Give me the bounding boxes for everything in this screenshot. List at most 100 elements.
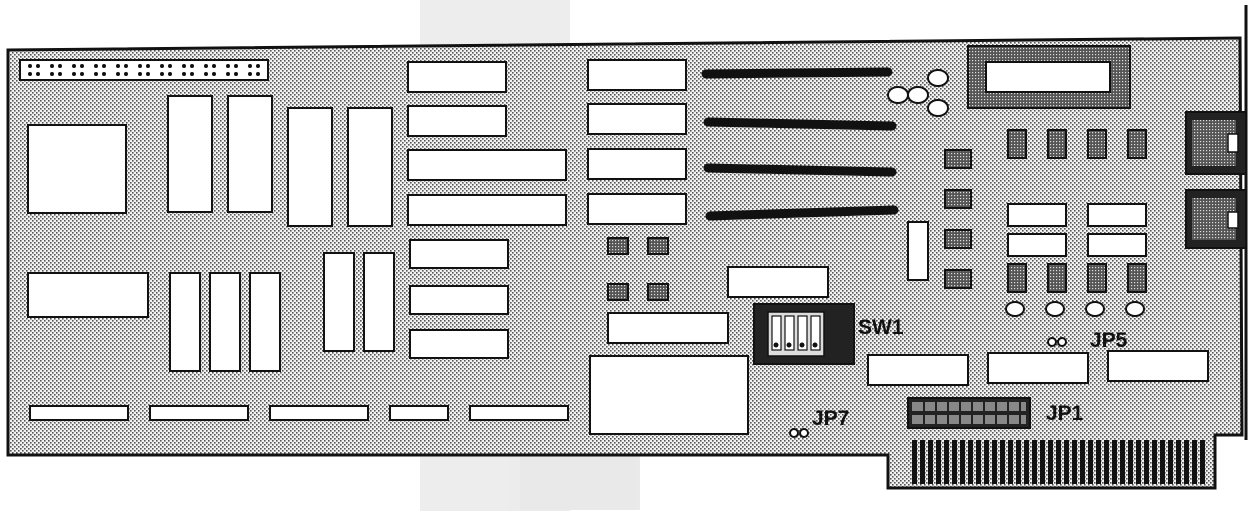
- oval-components: [887, 69, 949, 117]
- connector-window: [985, 61, 1111, 93]
- connector-finger: [992, 440, 997, 484]
- connector-finger: [1000, 440, 1005, 484]
- chip: [867, 354, 969, 386]
- chip: [227, 95, 273, 213]
- chip: [409, 239, 509, 269]
- slot-bar: [703, 163, 897, 177]
- connector-finger: [1088, 440, 1093, 484]
- chip: [407, 61, 507, 93]
- chip: [589, 355, 749, 435]
- connector-finger: [1144, 440, 1149, 484]
- oval-components: [1005, 301, 1145, 317]
- slot-bar: [701, 67, 893, 79]
- small-component: [944, 189, 972, 209]
- chip: [389, 405, 449, 421]
- connector-finger: [1024, 440, 1029, 484]
- chip: [1007, 203, 1067, 227]
- connector-finger: [920, 440, 925, 484]
- chip: [409, 329, 509, 359]
- chip: [727, 266, 829, 298]
- connector-finger: [1104, 440, 1109, 484]
- jp5-label: JP5: [1090, 329, 1128, 352]
- edge-connector-fingers: [912, 440, 1205, 484]
- connector-finger: [1192, 440, 1197, 484]
- connector-finger: [1008, 440, 1013, 484]
- connector-finger: [968, 440, 973, 484]
- chip: [1087, 233, 1147, 257]
- slot-bar: [703, 117, 897, 131]
- chip: [587, 59, 687, 91]
- chip: [1107, 350, 1209, 382]
- chip: [209, 272, 241, 372]
- connector-finger: [1048, 440, 1053, 484]
- connector-finger: [1200, 440, 1205, 484]
- connector-finger: [1072, 440, 1077, 484]
- chip: [607, 312, 729, 344]
- chip: [587, 193, 687, 225]
- chip: [1007, 233, 1067, 257]
- chip: [287, 107, 333, 227]
- chip: [587, 148, 687, 180]
- slot-bar: [705, 205, 899, 221]
- connector-finger: [1152, 440, 1157, 484]
- connector-finger: [1040, 440, 1045, 484]
- connector-finger: [1112, 440, 1117, 484]
- small-component: [944, 229, 972, 249]
- chip: [987, 352, 1089, 384]
- jp5-jumper: [1047, 337, 1067, 347]
- connector-finger: [944, 440, 949, 484]
- small-component: [1047, 129, 1067, 159]
- chip: [907, 221, 929, 281]
- chip: [407, 194, 567, 226]
- chip: [167, 95, 213, 213]
- chip: [407, 105, 507, 137]
- connector-finger: [1096, 440, 1101, 484]
- chip: [407, 149, 567, 181]
- jp7-jumper: [789, 428, 809, 438]
- connector-finger: [936, 440, 941, 484]
- small-component: [647, 237, 669, 255]
- connector-finger: [1160, 440, 1165, 484]
- connector-finger: [1080, 440, 1085, 484]
- small-component: [607, 237, 629, 255]
- connector-finger: [1016, 440, 1021, 484]
- small-component: [1007, 263, 1027, 293]
- small-component: [1127, 263, 1147, 293]
- small-component: [1087, 263, 1107, 293]
- connector-finger: [976, 440, 981, 484]
- sw1-label: SW1: [858, 316, 904, 339]
- chip: [29, 405, 129, 421]
- connector-finger: [1176, 440, 1181, 484]
- connector-finger: [1064, 440, 1069, 484]
- chip: [27, 272, 149, 318]
- chip: [269, 405, 369, 421]
- connector-finger: [928, 440, 933, 484]
- connector-finger: [912, 440, 917, 484]
- chip: [27, 124, 127, 214]
- small-component: [1087, 129, 1107, 159]
- small-component: [647, 283, 669, 301]
- connector-finger: [960, 440, 965, 484]
- chip: [169, 272, 201, 372]
- port-lower: [1185, 189, 1247, 249]
- small-component: [1047, 263, 1067, 293]
- small-component: [607, 283, 629, 301]
- small-component: [944, 269, 972, 289]
- chip: [469, 405, 569, 421]
- connector-finger: [1184, 440, 1189, 484]
- jp1-label: JP1: [1046, 402, 1084, 425]
- connector-finger: [952, 440, 957, 484]
- chip: [409, 285, 509, 315]
- chip: [363, 252, 395, 352]
- jp7-label: JP7: [812, 407, 849, 430]
- connector-finger: [1032, 440, 1037, 484]
- chip: [249, 272, 281, 372]
- connector-finger: [984, 440, 989, 484]
- connector-finger: [1168, 440, 1173, 484]
- connector-finger: [1056, 440, 1061, 484]
- pin-header: [19, 59, 269, 81]
- port-upper: [1185, 111, 1247, 175]
- small-component: [1007, 129, 1027, 159]
